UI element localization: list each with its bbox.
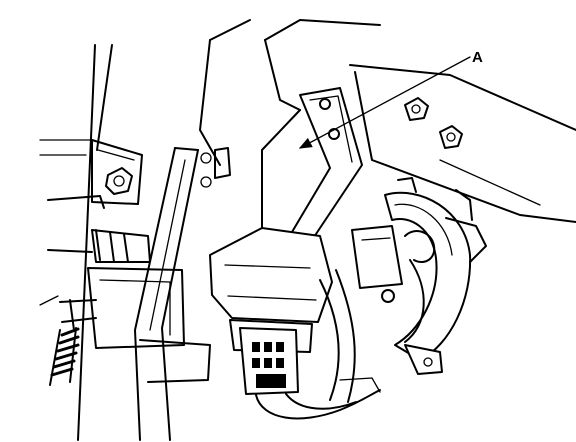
- left-body-panel: [39, 44, 113, 441]
- callout-a: A: [298, 49, 483, 149]
- dash-support-structure: [199, 19, 381, 231]
- mounting-nut: [105, 167, 133, 195]
- panel-bolt: [439, 125, 463, 149]
- electrical-connector: [239, 327, 299, 395]
- nut-center: [113, 175, 125, 187]
- clamp-bolt: [381, 289, 395, 303]
- bracket-bolt: [319, 98, 331, 110]
- right-body-panel: [349, 64, 576, 223]
- right-clamp-assembly: [351, 177, 487, 375]
- callout-a-leader: [298, 56, 471, 149]
- pedal-arm: [134, 147, 211, 441]
- wiring-harness: [255, 269, 381, 420]
- return-spring: [49, 299, 80, 386]
- mounting-bracket-a: [291, 87, 363, 241]
- pedal-pivot-housing: [59, 267, 185, 349]
- panel-bolt: [404, 97, 429, 121]
- callout-a-label: A: [472, 49, 483, 66]
